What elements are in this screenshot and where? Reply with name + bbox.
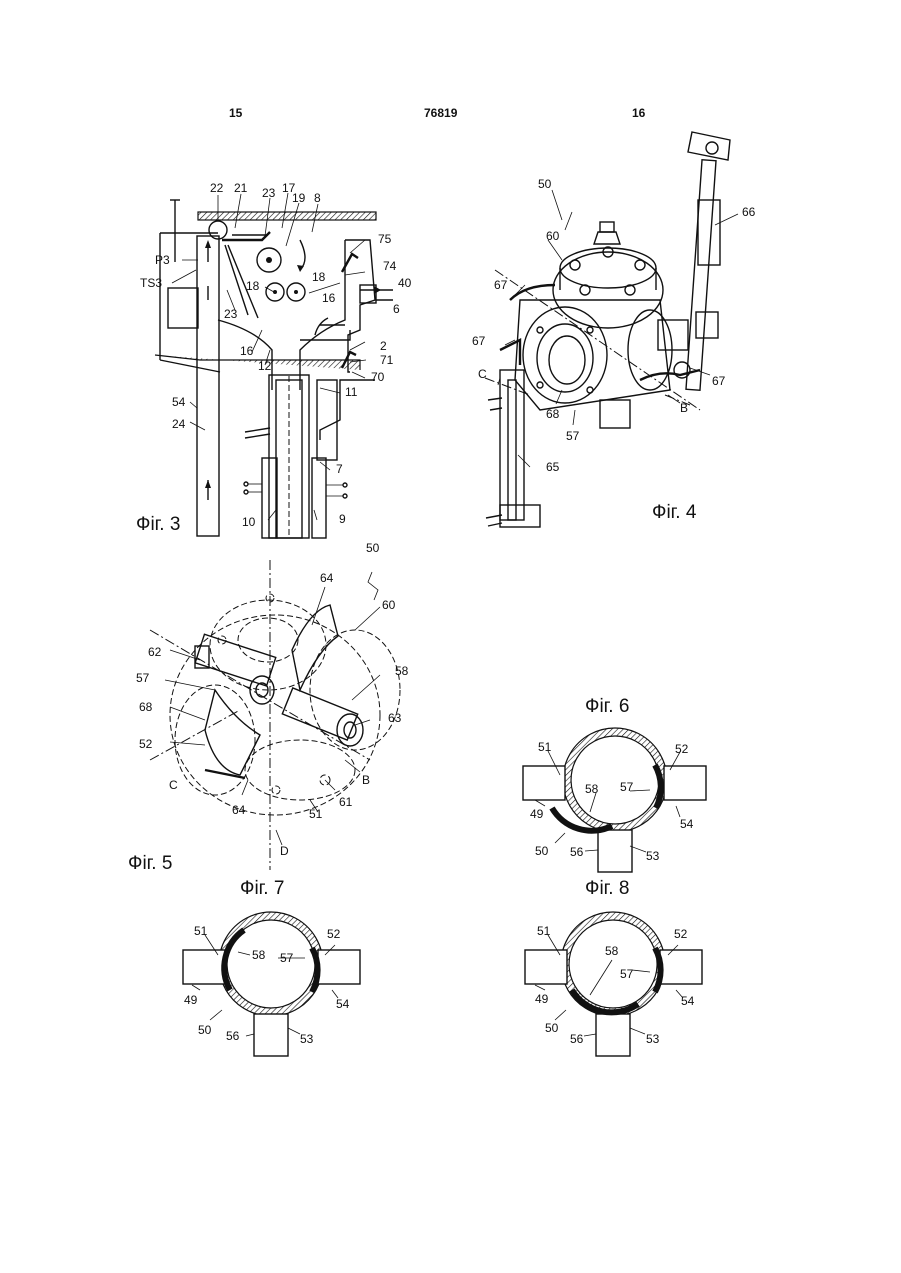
label-P3: P3 — [155, 253, 170, 267]
label-64-lower: 64 — [232, 803, 246, 817]
label-11: 11 — [345, 385, 358, 399]
label-C: C — [478, 367, 487, 381]
label-54: 54 — [172, 395, 186, 409]
label-B: B — [362, 773, 370, 787]
label-57: 57 — [280, 951, 294, 965]
label-51: 51 — [537, 924, 551, 938]
figure-5-caption: Фіг. 5 — [128, 853, 172, 874]
label-52: 52 — [139, 737, 153, 751]
label-TS3: TS3 — [140, 276, 162, 290]
label-2: 2 — [380, 339, 387, 353]
label-51: 51 — [194, 924, 208, 938]
figure-3-drawing: 22 21 23 17 19 8 75 P3 74 40 TS3 18 18 1… — [136, 181, 412, 538]
label-6: 6 — [393, 302, 400, 316]
figure-6-drawing: 51 52 58 57 49 54 50 56 53 Фіг. 6 — [523, 696, 706, 872]
label-9: 9 — [339, 512, 346, 526]
label-64-upper: 64 — [320, 571, 334, 585]
label-68: 68 — [546, 407, 560, 421]
label-7: 7 — [336, 462, 343, 476]
label-60: 60 — [382, 598, 396, 612]
label-16-left: 16 — [240, 344, 254, 358]
label-57: 57 — [136, 671, 150, 685]
figure-3-caption: Фіг. 3 — [136, 514, 180, 535]
label-51: 51 — [309, 807, 323, 821]
label-66: 66 — [742, 205, 756, 219]
label-50: 50 — [366, 541, 380, 555]
label-24: 24 — [172, 417, 186, 431]
label-63: 63 — [388, 711, 402, 725]
figure-8-caption: Фіг. 8 — [585, 878, 629, 899]
label-57: 57 — [566, 429, 580, 443]
label-54: 54 — [680, 817, 694, 831]
figure-5-drawing: 50 60 64 62 58 57 63 68 52 C B 64 61 51 … — [128, 541, 409, 874]
label-56: 56 — [570, 845, 584, 859]
label-75: 75 — [378, 232, 392, 246]
label-49: 49 — [184, 993, 198, 1007]
label-70: 70 — [371, 370, 385, 384]
label-58: 58 — [605, 944, 619, 958]
figure-6-caption: Фіг. 6 — [585, 696, 629, 717]
figure-4-drawing: 50 66 60 67 67 67 C B 68 57 65 Фіг. 4 — [472, 132, 756, 527]
label-19: 19 — [292, 191, 306, 205]
label-8: 8 — [314, 191, 321, 205]
label-18-left: 18 — [246, 279, 260, 293]
label-67-upper: 67 — [494, 278, 508, 292]
label-23-lower: 23 — [224, 307, 238, 321]
label-10: 10 — [242, 515, 256, 529]
label-52: 52 — [675, 742, 689, 756]
label-54: 54 — [681, 994, 695, 1008]
label-51: 51 — [538, 740, 552, 754]
label-58: 58 — [585, 782, 599, 796]
label-22: 22 — [210, 181, 224, 195]
label-71: 71 — [380, 353, 394, 367]
label-12: 12 — [258, 359, 272, 373]
label-67-right: 67 — [712, 374, 726, 388]
label-18-right: 18 — [312, 270, 326, 284]
label-49: 49 — [535, 992, 549, 1006]
label-68: 68 — [139, 700, 153, 714]
label-50: 50 — [538, 177, 552, 191]
label-53: 53 — [646, 1032, 660, 1046]
label-49: 49 — [530, 807, 544, 821]
label-61: 61 — [339, 795, 353, 809]
label-23: 23 — [262, 186, 276, 200]
label-60: 60 — [546, 229, 560, 243]
label-57: 57 — [620, 780, 634, 794]
label-50: 50 — [545, 1021, 559, 1035]
label-53: 53 — [300, 1032, 314, 1046]
label-62: 62 — [148, 645, 162, 659]
label-16-right: 16 — [322, 291, 336, 305]
label-53: 53 — [646, 849, 660, 863]
label-B: B — [680, 401, 688, 415]
label-67-left: 67 — [472, 334, 486, 348]
label-50: 50 — [198, 1023, 212, 1037]
label-56: 56 — [570, 1032, 584, 1046]
label-50: 50 — [535, 844, 549, 858]
label-21: 21 — [234, 181, 248, 195]
label-40: 40 — [398, 276, 412, 290]
label-74: 74 — [383, 259, 397, 273]
figure-4-caption: Фіг. 4 — [652, 502, 697, 523]
label-65: 65 — [546, 460, 560, 474]
label-57: 57 — [620, 967, 634, 981]
label-58: 58 — [252, 948, 266, 962]
figure-8-drawing: 51 58 52 57 49 54 50 56 53 Фіг. 8 — [525, 878, 702, 1056]
label-52: 52 — [674, 927, 688, 941]
label-D: D — [280, 844, 289, 858]
label-54: 54 — [336, 997, 350, 1011]
label-56: 56 — [226, 1029, 240, 1043]
figure-7-caption: Фіг. 7 — [240, 878, 284, 899]
label-52: 52 — [327, 927, 341, 941]
label-58: 58 — [395, 664, 409, 678]
label-C: C — [169, 778, 178, 792]
figure-7-drawing: 51 58 57 52 49 54 50 56 53 Фіг. 7 — [183, 878, 360, 1056]
